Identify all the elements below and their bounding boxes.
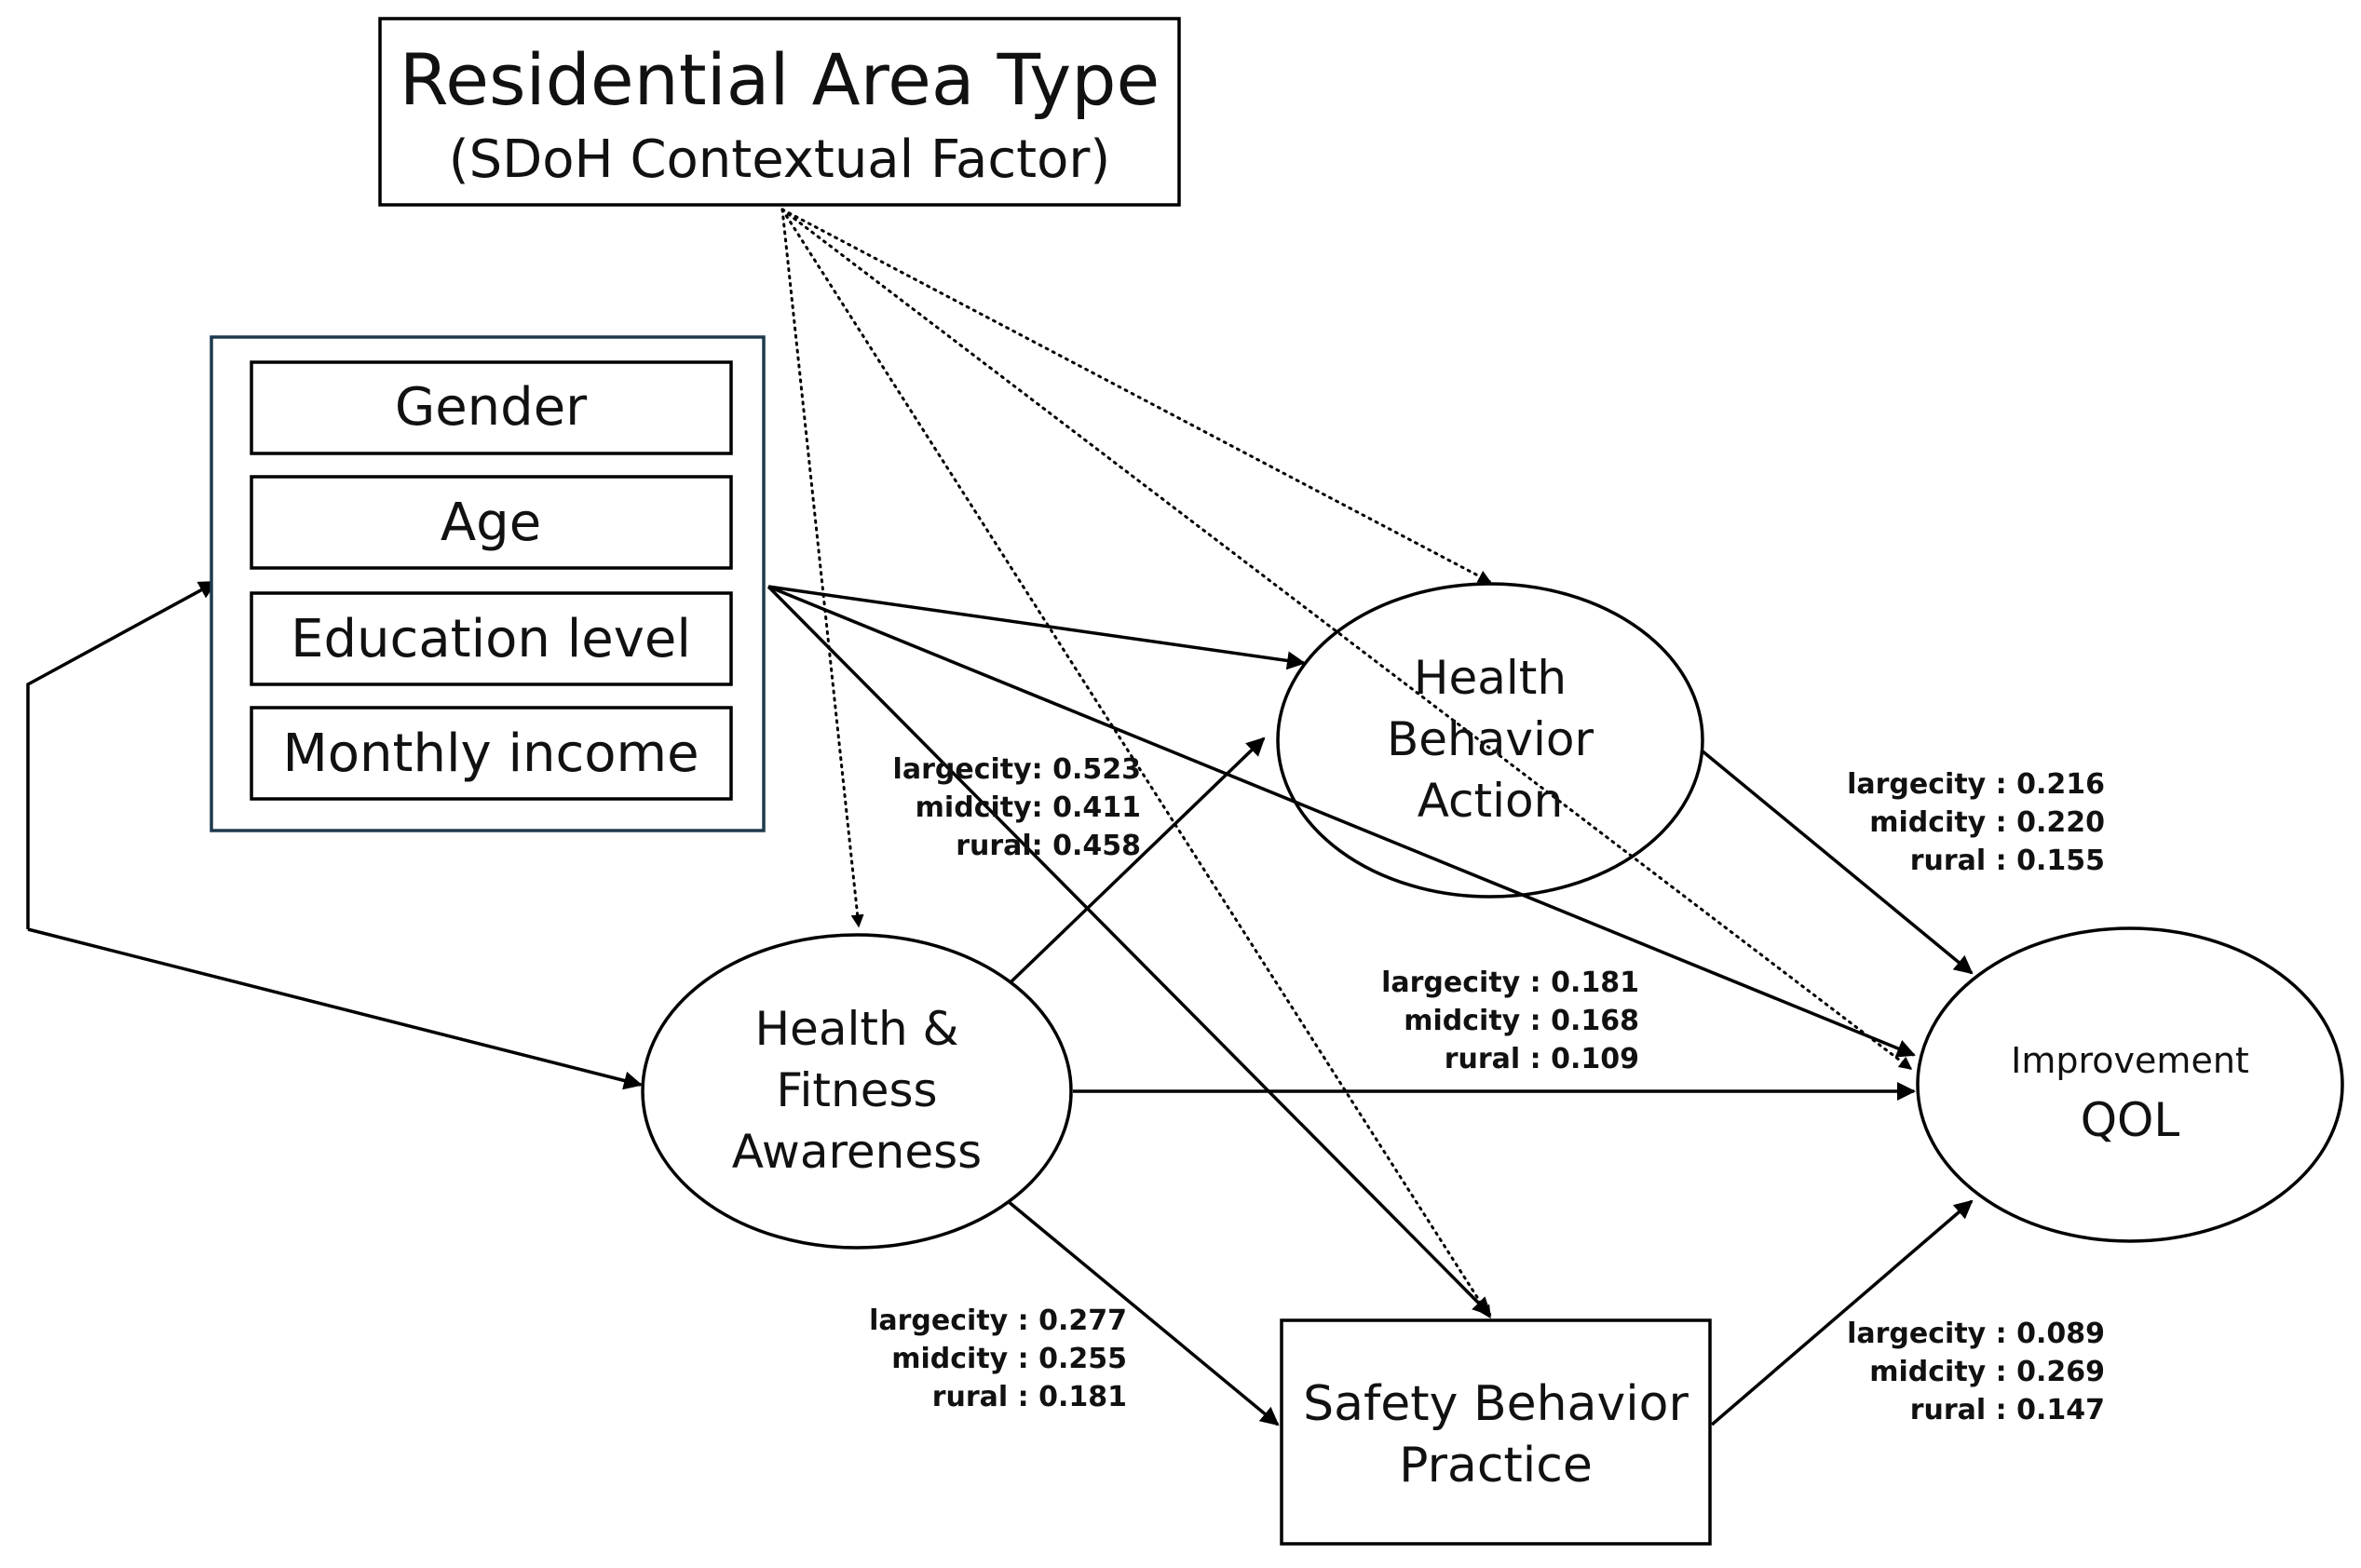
qol-node: Improvement QOL <box>1916 926 2344 1243</box>
covariate-education-label: Education level <box>291 609 691 669</box>
residential-area-title: Residential Area Type <box>400 38 1160 121</box>
coef-awareness-safety-midcity: midcity : 0.255 <box>891 1343 1127 1375</box>
coef-awareness-action-rural: rural: 0.458 <box>956 830 1141 862</box>
behavior-action-label-line1: Health <box>1414 651 1567 705</box>
arrow-loop-to-awareness <box>27 927 643 1090</box>
residential-area-box <box>378 17 1181 207</box>
coef-awareness-action-midcity: midcity: 0.411 <box>916 791 1141 824</box>
coef-action-qol-rural: rural : 0.155 <box>1910 845 2105 877</box>
covariate-gender-box <box>250 360 733 455</box>
dotted-arrow-to-qol <box>780 208 1913 1071</box>
arrow-action-to-qol <box>1700 749 1974 975</box>
safety-practice-label-line1: Safety Behavior <box>1303 1376 1689 1432</box>
coef-safety-qol-rural: rural : 0.147 <box>1910 1394 2105 1426</box>
coef-awareness-safety-rural: rural : 0.181 <box>932 1381 1127 1413</box>
solid-paths <box>26 580 1974 1426</box>
coef-awareness-to-safety: largecity : 0.277 midcity : 0.255 rural … <box>869 1304 1127 1413</box>
behavior-action-label-line2: Behavior <box>1387 712 1594 766</box>
qol-label-line2: QOL <box>2081 1093 2180 1147</box>
arrow-covariates-to-safety <box>767 585 1492 1317</box>
coef-action-qol-largecity: largecity : 0.216 <box>1847 768 2105 801</box>
coef-safety-qol-largecity: largecity : 0.089 <box>1847 1318 2105 1350</box>
behavior-action-ellipse <box>1276 582 1704 899</box>
covariate-age-box <box>250 475 733 570</box>
coef-awareness-to-action: largecity: 0.523 midcity: 0.411 rural: 0… <box>893 753 1141 862</box>
coef-action-to-qol: largecity : 0.216 midcity : 0.220 rural … <box>1847 768 2105 877</box>
coef-safety-to-qol: largecity : 0.089 midcity : 0.269 rural … <box>1847 1318 2105 1426</box>
coef-action-qol-midcity: midcity : 0.220 <box>1869 806 2105 839</box>
residential-area-subtitle: (SDoH Contextual Factor) <box>449 129 1111 190</box>
coef-awareness-qol-midcity: midcity : 0.168 <box>1404 1005 1639 1037</box>
awareness-label-line3: Awareness <box>732 1125 982 1179</box>
covariate-income-box <box>250 706 733 801</box>
arrow-safety-to-qol <box>1710 1199 1974 1426</box>
behavior-action-node: Health Behavior Action <box>1276 582 1704 899</box>
residential-area-node: Residential Area Type (SDoH Contextual F… <box>378 17 1181 207</box>
coef-awareness-qol-largecity: largecity : 0.181 <box>1381 966 1639 999</box>
covariate-income-label: Monthly income <box>282 723 699 784</box>
arrow-loop-to-covariates <box>26 580 218 929</box>
safety-practice-box <box>1280 1318 1712 1546</box>
awareness-label-line1: Health & <box>754 1002 958 1056</box>
safety-practice-label-line2: Practice <box>1399 1438 1593 1494</box>
safety-practice-node: Safety Behavior Practice <box>1280 1318 1712 1546</box>
dotted-paths <box>780 208 1913 1319</box>
arrow-covariates-to-qol <box>767 585 1916 1058</box>
covariate-age-label: Age <box>441 493 541 553</box>
arrow-awareness-to-safety <box>1006 1199 1280 1426</box>
coef-awareness-qol-rural: rural : 0.109 <box>1445 1043 1639 1075</box>
coef-awareness-action-largecity: largecity: 0.523 <box>893 753 1141 786</box>
dotted-arrow-to-action <box>780 208 1492 584</box>
arrow-covariates-to-action <box>767 585 1306 670</box>
awareness-label-line2: Fitness <box>776 1063 937 1117</box>
awareness-node: Health & Fitness Awareness <box>641 933 1073 1250</box>
coef-safety-qol-midcity: midcity : 0.269 <box>1869 1356 2105 1388</box>
dotted-arrow-to-safety <box>780 208 1492 1319</box>
awareness-ellipse <box>641 933 1073 1250</box>
coef-awareness-safety-largecity: largecity : 0.277 <box>869 1304 1127 1337</box>
coef-awareness-to-qol: largecity : 0.181 midcity : 0.168 rural … <box>1381 966 1639 1075</box>
covariate-education-box <box>250 591 733 686</box>
qol-ellipse <box>1916 926 2344 1243</box>
covariate-gender-label: Gender <box>395 377 588 438</box>
qol-label-line1: Improvement <box>2011 1040 2249 1081</box>
dotted-arrow-to-awareness <box>780 208 864 928</box>
behavior-action-label-line3: Action <box>1418 774 1564 828</box>
arrow-awareness-to-action <box>1009 737 1266 984</box>
covariates-group: Gender Age Education level Monthly incom… <box>210 335 766 832</box>
